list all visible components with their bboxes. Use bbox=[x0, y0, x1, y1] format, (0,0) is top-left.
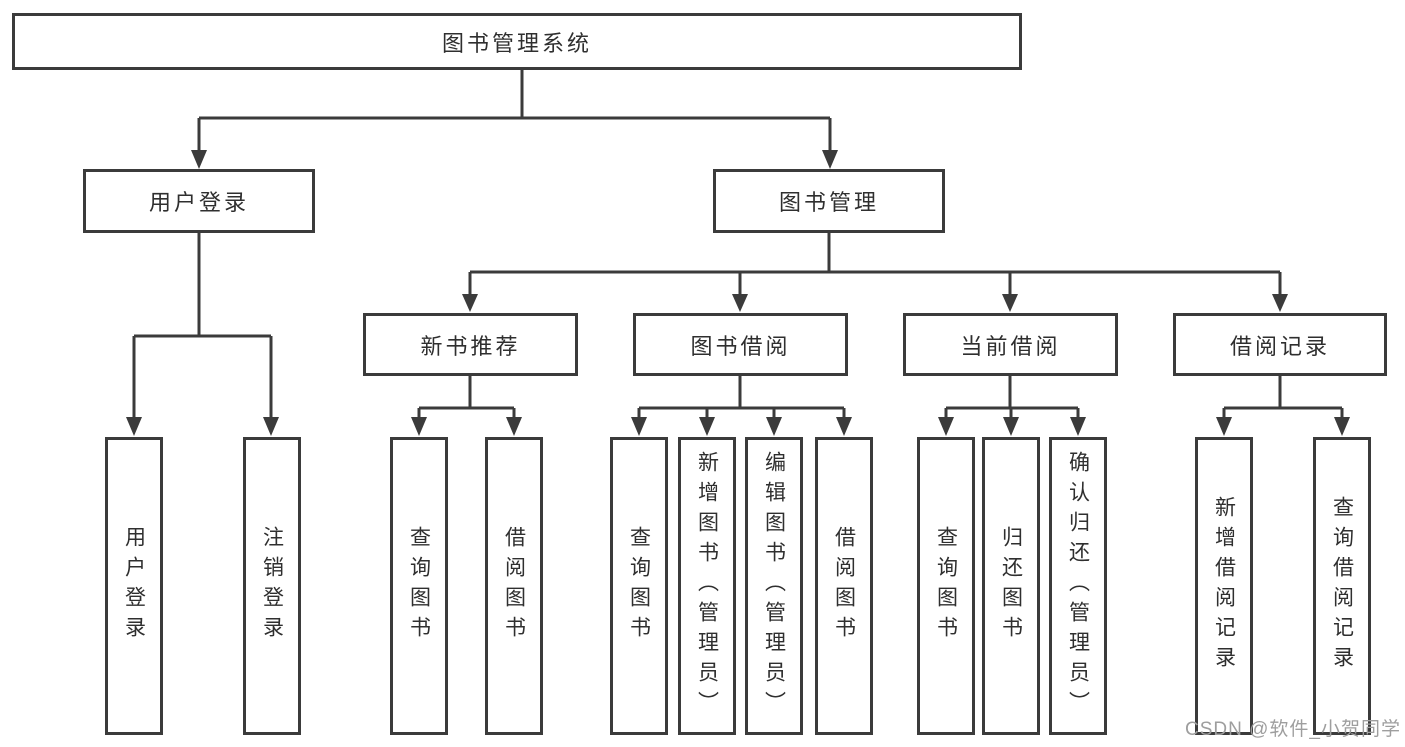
node-label: 注销登录 bbox=[260, 526, 284, 646]
node-leaf-borrow-books: 借阅图书 bbox=[485, 437, 543, 735]
node-leaf-user-login: 用户登录 bbox=[105, 437, 163, 735]
node-label: 新增借阅记录 bbox=[1212, 496, 1236, 676]
node-leaf-edit-book-admin: 编辑图书（管理员） bbox=[745, 437, 803, 735]
node-current-borrowing: 当前借阅 bbox=[903, 313, 1118, 376]
node-book-borrowing: 图书借阅 bbox=[633, 313, 848, 376]
node-leaf-query-borrow-record: 查询借阅记录 bbox=[1313, 437, 1371, 735]
node-label: 新增图书（管理员） bbox=[695, 451, 719, 721]
node-leaf-return-books: 归还图书 bbox=[982, 437, 1040, 735]
node-leaf-logout: 注销登录 bbox=[243, 437, 301, 735]
node-leaf-query-books: 查询图书 bbox=[390, 437, 448, 735]
node-leaf-query-books: 查询图书 bbox=[917, 437, 975, 735]
node-label: 查询图书 bbox=[627, 526, 651, 646]
node-label: 确认归还（管理员） bbox=[1066, 451, 1090, 721]
node-new-book-recommend: 新书推荐 bbox=[363, 313, 578, 376]
node-leaf-query-books: 查询图书 bbox=[610, 437, 668, 735]
node-label: 用户登录 bbox=[122, 526, 146, 646]
node-leaf-borrow-books: 借阅图书 bbox=[815, 437, 873, 735]
node-label: 借阅图书 bbox=[832, 526, 856, 646]
node-leaf-add-borrow-record: 新增借阅记录 bbox=[1195, 437, 1253, 735]
node-label: 用户登录 bbox=[148, 190, 249, 215]
node-library-management-system: 图书管理系统 bbox=[12, 13, 1022, 70]
node-label: 归还图书 bbox=[999, 526, 1023, 646]
node-label: 图书借阅 bbox=[690, 333, 791, 359]
node-label: 当前借阅 bbox=[960, 333, 1061, 359]
watermark: CSDN @软件_小贺同学 bbox=[1185, 719, 1401, 740]
node-label: 图书管理 bbox=[778, 190, 879, 215]
node-label: 新书推荐 bbox=[420, 333, 521, 359]
node-label: 查询图书 bbox=[407, 526, 431, 646]
node-label: 借阅图书 bbox=[502, 526, 526, 646]
node-label: 借阅记录 bbox=[1229, 333, 1330, 359]
node-leaf-confirm-return-admin: 确认归还（管理员） bbox=[1049, 437, 1107, 735]
node-label: 查询借阅记录 bbox=[1330, 496, 1354, 676]
node-borrowing-records: 借阅记录 bbox=[1173, 313, 1387, 376]
node-book-management: 图书管理 bbox=[713, 169, 945, 233]
node-label: 查询图书 bbox=[934, 526, 958, 646]
node-label: 图书管理系统 bbox=[441, 30, 592, 56]
node-leaf-add-book-admin: 新增图书（管理员） bbox=[678, 437, 736, 735]
node-user-login: 用户登录 bbox=[83, 169, 315, 233]
node-label: 编辑图书（管理员） bbox=[762, 451, 786, 721]
